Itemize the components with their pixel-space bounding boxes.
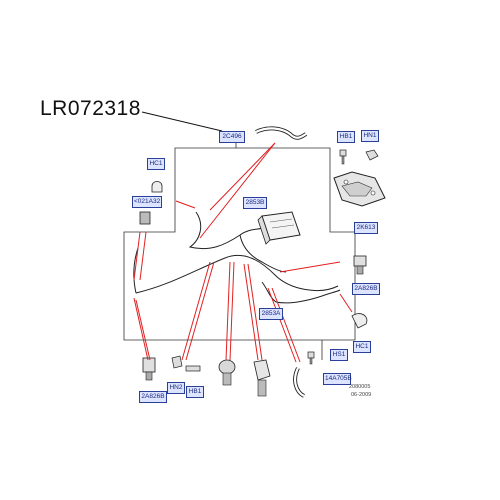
label-021a32: <021A32 <box>132 196 162 208</box>
cable-lower <box>261 281 341 304</box>
cable-left-drop <box>133 247 139 294</box>
label-14a705b: 14A705B <box>323 373 352 385</box>
bolt-hb1-top <box>339 149 347 165</box>
label-2k613: 2K613 <box>354 222 378 234</box>
grommet <box>139 211 151 225</box>
bolt-hb1-bottom <box>185 365 201 372</box>
assembly-outline-left <box>123 147 236 341</box>
label-2a826b-left: 2A826B <box>139 391 167 403</box>
label-hn1-top: HN1 <box>361 130 379 142</box>
label-2c496: 2C496 <box>219 131 245 143</box>
part-number-leader <box>141 111 223 132</box>
clip-hc1-right <box>351 313 368 329</box>
assembly-outline <box>235 141 356 360</box>
label-hb1-top: HB1 <box>337 131 355 143</box>
label-2a826b-right: 2A826B <box>352 283 380 295</box>
bracket-bottom <box>253 359 271 397</box>
label-hn2: HN2 <box>167 382 185 394</box>
label-2853b: 2853B <box>243 197 267 209</box>
cable-branch <box>239 234 287 273</box>
label-hc1-left: HC1 <box>147 158 165 170</box>
sensor-right <box>353 255 367 275</box>
label-hb1-bottom: HB1 <box>186 386 204 398</box>
sensor-left <box>142 357 156 381</box>
label-hs1: HS1 <box>330 349 348 361</box>
footer-code: 2080005 <box>349 384 371 390</box>
nut-hn1-top <box>365 149 379 161</box>
hose-top-inner <box>255 127 307 139</box>
mounting-bracket <box>333 171 386 207</box>
label-2853a: 2853A <box>259 308 283 320</box>
nut-hn2 <box>171 355 183 369</box>
grommet-bottom <box>218 359 236 386</box>
clip-hc1-left <box>151 181 163 193</box>
cable-main <box>135 254 339 294</box>
bolt-hs1 <box>307 351 315 365</box>
hose-bottom <box>293 367 306 398</box>
part-number: LR072318 <box>40 97 141 120</box>
footer-date: 06-2009 <box>351 392 372 398</box>
callout-lines <box>133 142 353 363</box>
label-hc1-right: HC1 <box>353 341 371 353</box>
cable-upper <box>188 211 263 250</box>
brake-actuator-module <box>257 211 301 245</box>
